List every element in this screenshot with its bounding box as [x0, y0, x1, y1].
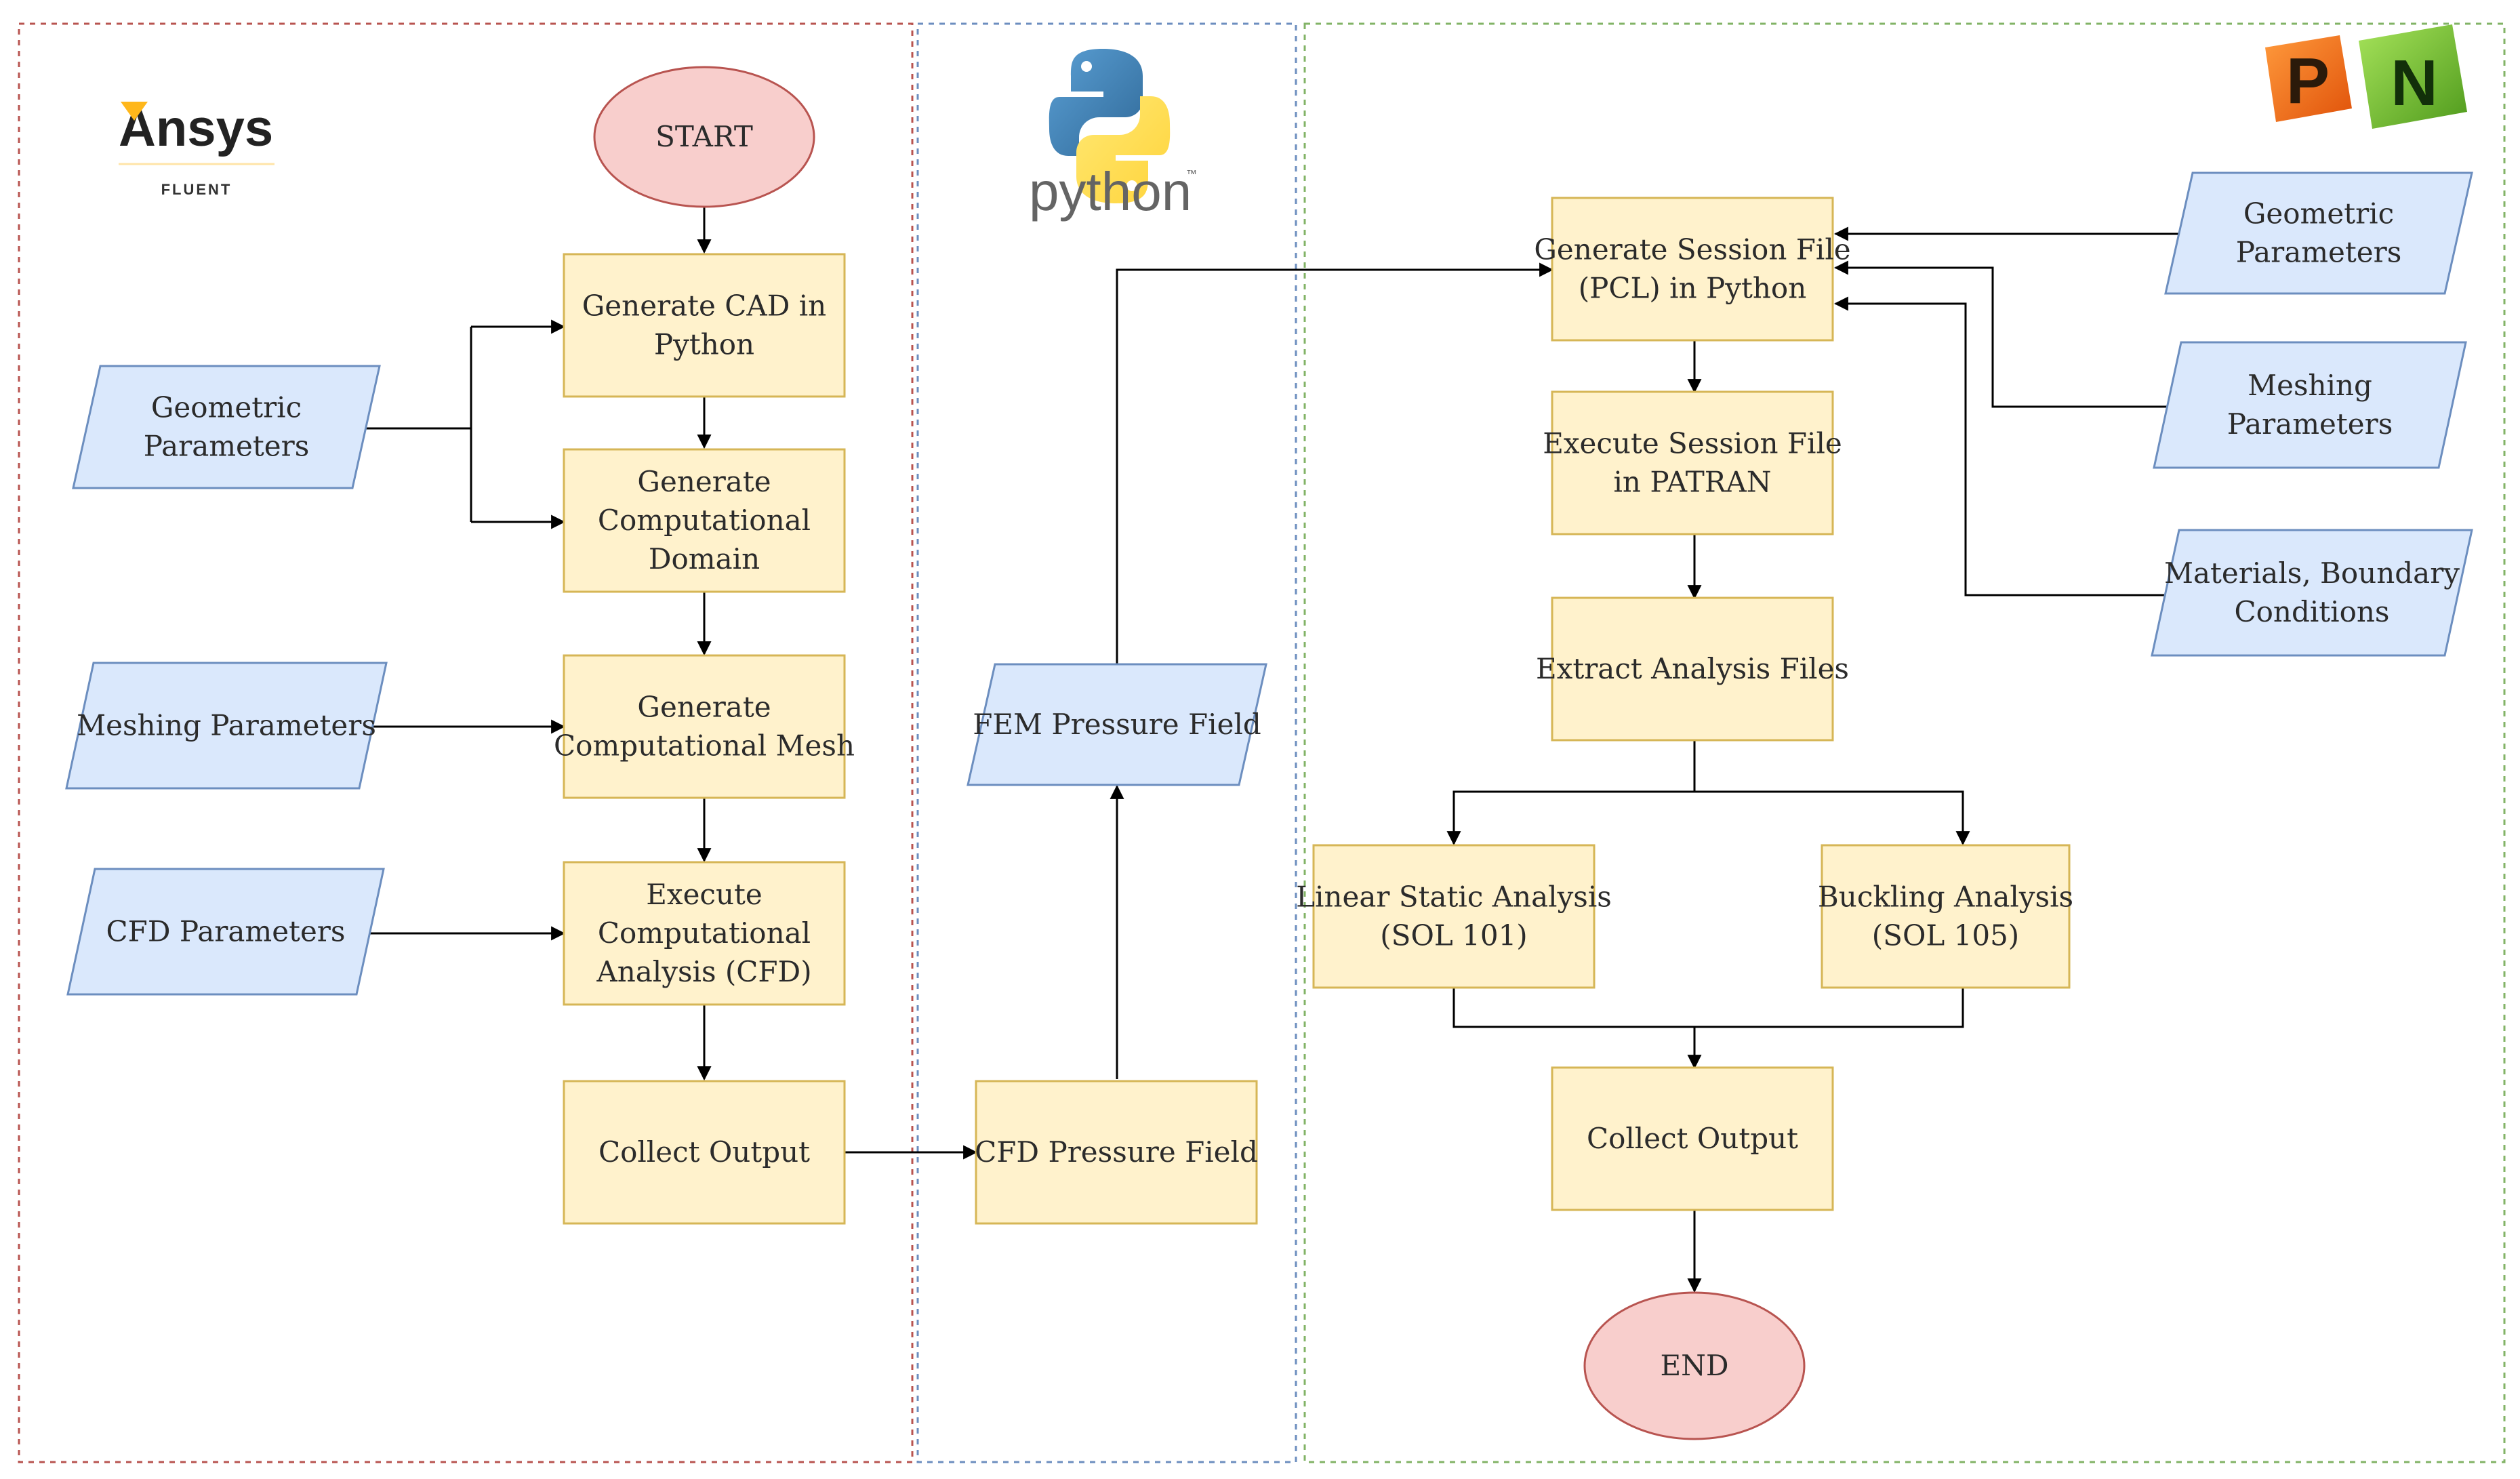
ansys-fluent-text: FLUENT	[161, 181, 232, 198]
start-node: START	[593, 66, 815, 208]
linear-label-line: Linear Static Analysis	[1296, 880, 1612, 914]
process-box	[563, 654, 846, 799]
mesh-right-label-line: Parameters	[2227, 407, 2393, 441]
mesh-left-node: Meshing Parameters	[65, 662, 388, 790]
fem-pressure-label-line: FEM Pressure Field	[973, 708, 1261, 741]
ansys-logo-text: Ansys	[119, 100, 273, 157]
exec-session-node: Execute Session File in PATRAN	[1543, 390, 1842, 535]
exec-session-label-line: Execute Session File	[1543, 427, 1842, 460]
gen-cad-node: Generate CAD in Python	[563, 253, 846, 398]
materials-label-line: Conditions	[2235, 595, 2390, 628]
exec-cfd-label-line: Computational	[598, 916, 811, 950]
io-parallelogram	[72, 365, 381, 489]
collect-left-node: Collect Output	[563, 1080, 846, 1225]
gen-cad-label-line: Python	[654, 328, 754, 361]
io-parallelogram	[65, 662, 388, 790]
gen-domain-label-line: Domain	[649, 542, 760, 575]
process-box	[1551, 596, 1834, 742]
extract-node: Extract Analysis Files	[1536, 596, 1849, 742]
linear-node: Linear Static Analysis (SOL 101)	[1296, 844, 1612, 989]
python-logo: python ™	[1029, 49, 1197, 222]
collect-right-label-line: Collect Output	[1587, 1122, 1798, 1155]
patran-letter: P	[2286, 45, 2330, 117]
gen-mesh-label-line: Computational Mesh	[554, 729, 855, 763]
cfd-params-label-line: CFD Parameters	[106, 915, 346, 948]
process-box	[563, 861, 846, 1006]
end-label: END	[1660, 1349, 1728, 1382]
io-parallelogram	[2151, 529, 2473, 657]
geo-right-label-line: Parameters	[2236, 236, 2402, 269]
linear-label-line: (SOL 101)	[1380, 919, 1527, 952]
process-box	[1821, 844, 2071, 989]
patran-nastran-panel	[1303, 22, 2506, 1463]
process-box	[1551, 390, 1834, 535]
buckling-node: Buckling Analysis (SOL 105)	[1818, 844, 2073, 989]
nastran-letter: N	[2391, 47, 2437, 119]
io-parallelogram	[2164, 171, 2473, 295]
process-box	[1551, 197, 1834, 342]
gen-domain-label-line: Generate	[637, 465, 771, 498]
cfd-params-node: CFD Parameters	[66, 868, 385, 996]
gen-session-label-line: (PCL) in Python	[1579, 272, 1807, 305]
ansys-chevron-icon	[121, 102, 148, 121]
connectors	[362, 207, 2181, 1293]
process-box	[1312, 844, 1596, 989]
gen-domain-label-line: Computational	[598, 504, 811, 537]
geo-left-label-line: Parameters	[144, 430, 310, 463]
extract-label-line: Extract Analysis Files	[1536, 652, 1849, 685]
exec-session-label-line: in PATRAN	[1614, 466, 1772, 499]
python-panel	[916, 22, 1297, 1463]
gen-cad-label-line: Generate CAD in	[582, 289, 827, 323]
python-snake-icon	[1049, 49, 1171, 203]
gen-session-label-line: Generate Session File	[1534, 233, 1850, 266]
gen-mesh-label-line: Generate	[637, 691, 771, 724]
process-box	[563, 1080, 846, 1225]
ansys-panel	[18, 22, 914, 1463]
io-parallelogram	[66, 868, 385, 996]
collect-right-node: Collect Output	[1551, 1066, 1834, 1211]
process-box	[975, 1080, 1258, 1225]
gen-session-node: Generate Session File (PCL) in Python	[1534, 197, 1851, 342]
io-parallelogram	[967, 663, 1267, 786]
collect-left-label-line: Collect Output	[598, 1135, 810, 1169]
ansys-logo: Ansys FLUENT	[119, 100, 275, 198]
process-box	[563, 448, 846, 593]
patran-logo: P	[2265, 35, 2352, 122]
geo-right-label-line: Geometric	[2243, 197, 2394, 230]
geo-left-label-line: Geometric	[151, 391, 302, 424]
exec-cfd-label-line: Execute	[646, 878, 763, 911]
end-node: END	[1583, 1291, 1806, 1440]
nastran-logo: N	[2359, 24, 2467, 129]
buckling-label-line: Buckling Analysis	[1818, 880, 2073, 914]
mesh-left-label-line: Meshing Parameters	[77, 709, 376, 742]
fem-pressure-node: FEM Pressure Field	[967, 663, 1267, 786]
process-box	[1551, 1066, 1834, 1211]
materials-label-line: Materials, Boundary	[2164, 556, 2460, 590]
mesh-right-label-line: Meshing	[2248, 369, 2372, 402]
buckling-label-line: (SOL 105)	[1872, 919, 2019, 952]
exec-cfd-label-line: Analysis (CFD)	[596, 955, 811, 988]
process-box	[563, 253, 846, 398]
python-tm-text: ™	[1186, 169, 1197, 180]
cfd-pressure-node: CFD Pressure Field	[975, 1080, 1258, 1225]
cfd-pressure-label-line: CFD Pressure Field	[975, 1135, 1258, 1169]
start-label: START	[655, 120, 753, 153]
python-logo-text: python	[1029, 161, 1192, 222]
io-parallelogram	[2153, 341, 2467, 469]
